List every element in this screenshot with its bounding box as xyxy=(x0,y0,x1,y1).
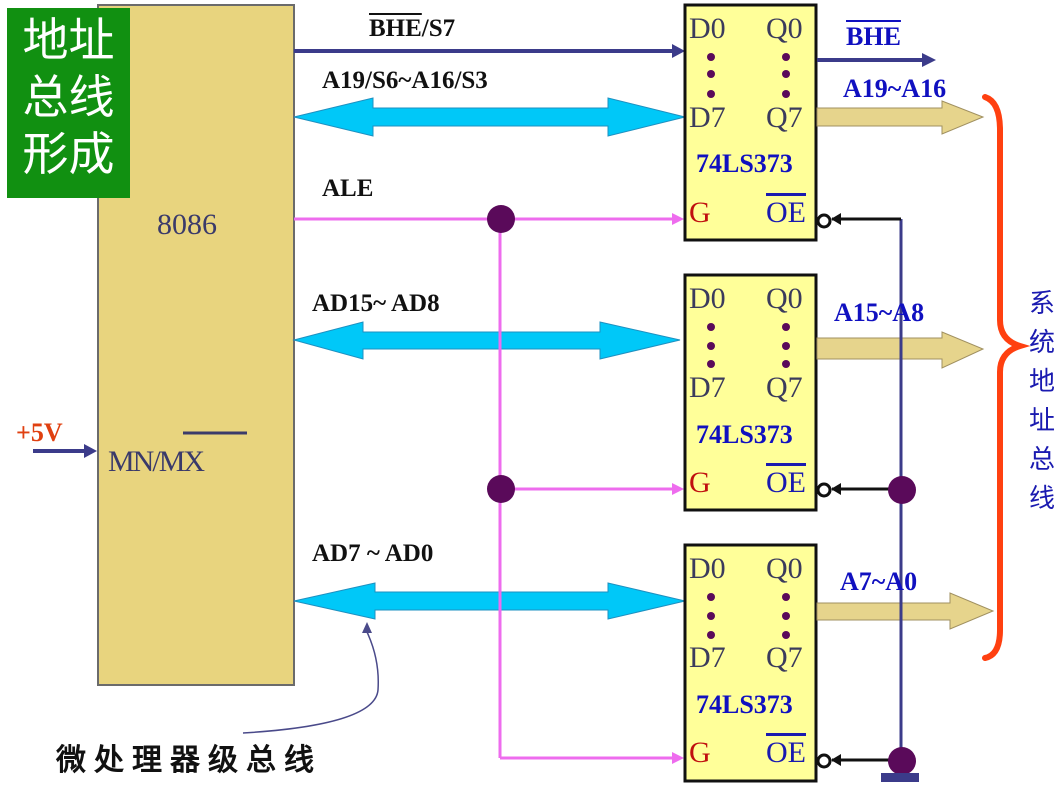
oe-inversion-bubbles xyxy=(816,213,832,769)
title-line-3: 形成 xyxy=(22,127,115,181)
a7-a0-output-label: A7~A0 xyxy=(840,567,918,596)
ale-label: ALE xyxy=(322,175,374,202)
latch-3-d7: D7 xyxy=(689,641,726,674)
cpu-name: 8086 xyxy=(157,208,217,241)
latch-3-q0: Q0 xyxy=(766,552,803,585)
bhe-output-arrowhead xyxy=(922,53,936,67)
latch-3-name: 74LS373 xyxy=(696,690,793,719)
bus-label-char-6: 线 xyxy=(1028,484,1055,514)
latch-3-q7: Q7 xyxy=(766,641,803,674)
note-pointer-arrowhead xyxy=(362,622,372,633)
bus-label-char-1: 系 xyxy=(1028,289,1055,319)
latch-1-name: 74LS373 xyxy=(696,149,793,178)
ground-bar xyxy=(881,773,919,782)
bus-label-char-4: 址 xyxy=(1028,406,1055,436)
latch-2-d0: D0 xyxy=(689,282,726,315)
a15-a8-output-label: A15~A8 xyxy=(834,298,925,327)
mx-pin-label: MX xyxy=(158,445,205,478)
mn-pin-label: MN/ xyxy=(108,445,161,478)
oe-arrowheads xyxy=(831,213,841,766)
ad15-ad8-label: AD15~ AD8 xyxy=(312,290,440,317)
latch-1-d0: D0 xyxy=(689,12,726,45)
mn-mx-pin: MN/MX xyxy=(108,445,205,479)
ad15-bus-arrow xyxy=(292,321,681,360)
latch-2-block xyxy=(683,273,818,512)
latch-1-block xyxy=(683,3,818,242)
a19-bus-arrow xyxy=(293,97,686,137)
bus-label-char-2: 统 xyxy=(1028,328,1055,358)
ale-arrowhead-2 xyxy=(672,483,684,495)
bhe-s7-label: BHE/S7 xyxy=(369,15,455,43)
power-label: +5V xyxy=(16,418,63,447)
latch-2-name: 74LS373 xyxy=(696,420,793,449)
latch-2-oe: OE xyxy=(766,466,806,499)
ale-junction-1 xyxy=(487,205,515,233)
latch-3-d0: D0 xyxy=(689,552,726,585)
ad7-ad0-label: AD7 ~ AD0 xyxy=(312,540,434,567)
note-pointer-curve xyxy=(242,631,380,734)
bhe-arrowhead xyxy=(672,44,685,58)
system-bus-brace xyxy=(982,94,1031,661)
latch-2-g: G xyxy=(689,466,711,499)
power-arrowhead xyxy=(84,444,97,458)
latch-2-q0: Q0 xyxy=(766,282,803,315)
latch-dots xyxy=(707,53,790,639)
oe-junction-1 xyxy=(888,476,916,504)
a19-s6-label: A19/S6~A16/S3 xyxy=(322,67,488,94)
latch-2-d7: D7 xyxy=(689,371,726,404)
a19-a16-output-label: A19~A16 xyxy=(843,74,947,103)
oe-junction-2 xyxy=(888,747,916,775)
microprocessor-bus-note: 微处理器级总线 xyxy=(56,743,322,778)
latch-2-q7: Q7 xyxy=(766,371,803,404)
ale-arrowhead-3 xyxy=(672,752,684,764)
s7-label: /S7 xyxy=(421,15,456,42)
cpu-8086-block xyxy=(97,4,295,686)
ale-arrowhead-1 xyxy=(672,213,684,225)
latch-3-block xyxy=(683,543,818,783)
title-line-1: 地址 xyxy=(22,13,115,67)
latch-1-g: G xyxy=(689,196,711,229)
ale-junction-2 xyxy=(487,475,515,503)
latch-1-q0: Q0 xyxy=(766,12,803,45)
latch-3-oe: OE xyxy=(766,736,806,769)
latch-1-oe: OE xyxy=(766,196,806,229)
ad7-bus-arrow xyxy=(293,582,686,620)
latch-3-g: G xyxy=(689,736,711,769)
latch-1-d7: D7 xyxy=(689,101,726,134)
a7-a0-output-arrow xyxy=(816,592,995,630)
bus-label-char-3: 地 xyxy=(1028,367,1055,397)
system-address-bus-label: 系 统 地 址 总 线 xyxy=(1027,285,1057,519)
bhe-output-label: BHE xyxy=(846,22,901,51)
title-box: 地址 总线 形成 xyxy=(7,8,130,198)
bus-label-char-5: 总 xyxy=(1028,445,1055,475)
latch-1-q7: Q7 xyxy=(766,101,803,134)
bhe-label-bar: BHE xyxy=(369,15,422,42)
title-line-2: 总线 xyxy=(22,70,115,124)
a19-a16-output-arrow xyxy=(816,100,985,135)
